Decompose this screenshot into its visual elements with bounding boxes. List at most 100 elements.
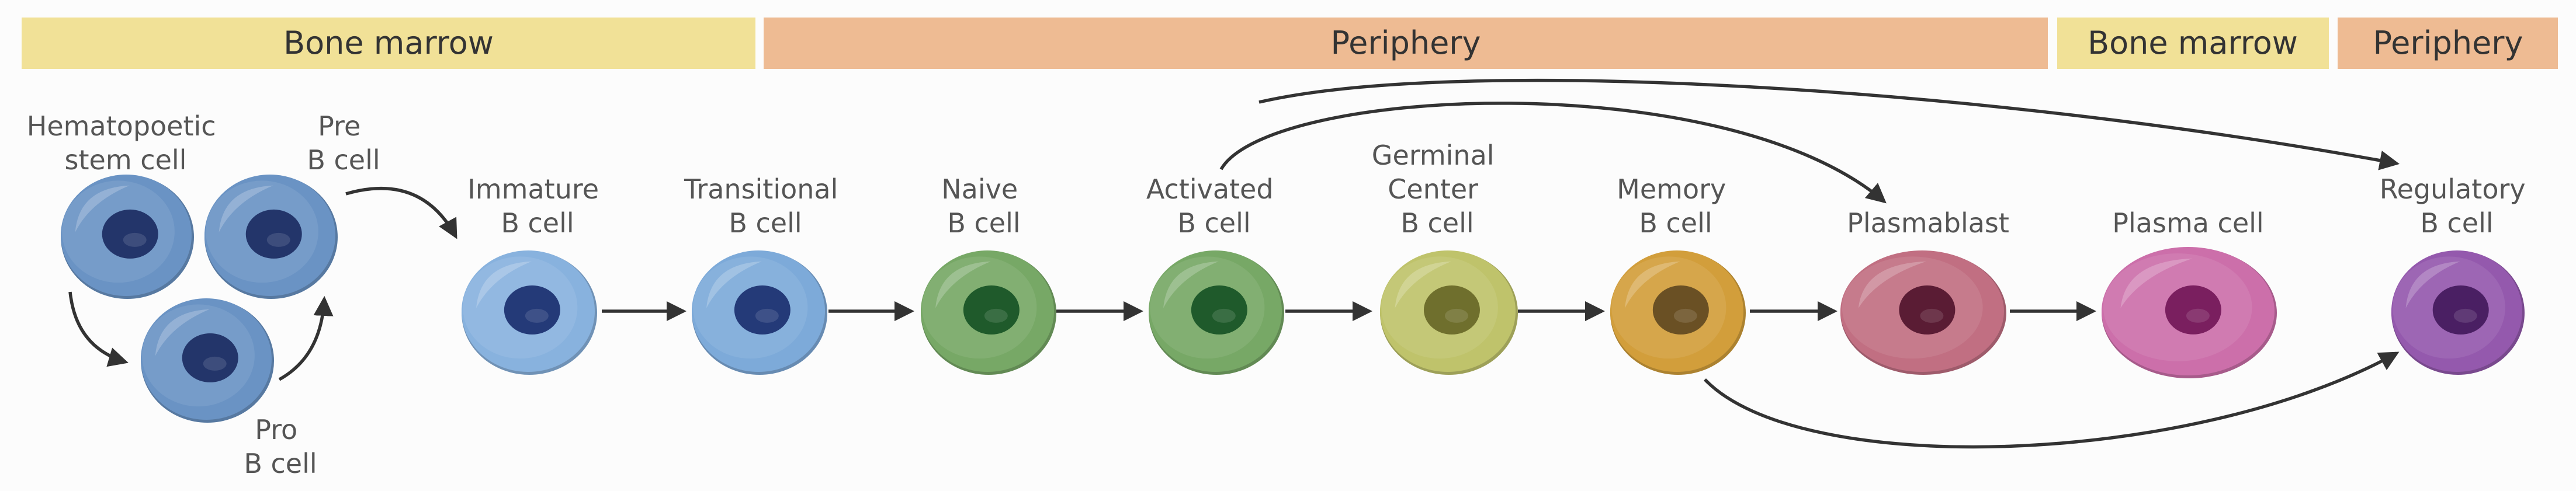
cells [61, 175, 2525, 423]
label-pre-b-cell: Pre B cell [307, 110, 380, 176]
label-immature-b-cell: Immature B cell [467, 173, 607, 239]
label-hematopoetic-stem-cell-line2: stem cell [65, 144, 187, 176]
band-bone-marrow-left-bar [22, 18, 755, 69]
label-pro-b-cell-line1: Pro [255, 414, 297, 445]
label-plasmablast-line1: Plasmablast [1847, 207, 2009, 239]
label-plasma-cell-line1: Plasma cell [2112, 207, 2263, 239]
label-pre-b-cell-line2: B cell [307, 144, 380, 176]
band-periphery-main-label: Periphery [1331, 25, 1481, 61]
arrows [68, 78, 2400, 449]
arrow-memory-to-regulatory [1704, 351, 2400, 449]
label-germinal-center-b-cell: Germinal Center B cell [1372, 140, 1503, 239]
cell-nucleus-highlight [984, 308, 1008, 323]
label-activated-b-cell-line2: B cell [1177, 207, 1250, 239]
cell-plasmablast [1840, 250, 2006, 375]
label-immature-b-cell-line1: Immature [467, 173, 599, 205]
arrow-activated-to-regulatory [1258, 78, 2400, 170]
cell-nucleus-highlight [755, 308, 779, 323]
label-hematopoetic-stem-cell: Hematopoetic stem cell [27, 110, 224, 176]
label-transitional-b-cell-line1: Transitional [684, 173, 838, 205]
cell-nucleus-highlight [123, 232, 147, 247]
cell-nucleus [1191, 285, 1247, 335]
cell-nucleus-highlight [2453, 308, 2477, 323]
cell-highlight [75, 185, 130, 232]
cell-highlight [1625, 261, 1680, 308]
band-bone-marrow-left-label: Bone marrow [283, 25, 494, 61]
cell-memory-b-cell [1610, 250, 1746, 375]
cell-naive-b-cell [921, 250, 1056, 375]
cell-nucleus-highlight [1444, 308, 1468, 323]
cell-highlight [155, 309, 210, 356]
label-naive-b-cell-line2: B cell [947, 207, 1020, 239]
cell-nucleus [245, 209, 302, 259]
band-periphery-main: Periphery [764, 18, 2048, 69]
cell-immature-b-cell [462, 250, 597, 375]
label-memory-b-cell: Memory B cell [1617, 173, 1735, 239]
cell-hematopoetic-stem-cell [61, 175, 194, 299]
cell-germinal-center-b-cell [1380, 250, 1518, 375]
cell-nucleus-highlight [525, 308, 549, 323]
cell-labels: Hematopoetic stem cell Pre B cell Pro B … [27, 110, 2526, 479]
cell-nucleus [102, 209, 158, 259]
band-bone-marrow-right-label: Bone marrow [2088, 25, 2298, 61]
cell-transitional-b-cell [692, 250, 827, 375]
label-transitional-b-cell: Transitional B cell [684, 173, 847, 239]
cell-nucleus [1899, 285, 1956, 335]
cell-nucleus [182, 333, 238, 382]
band-bone-marrow-right: Bone marrow [2057, 18, 2329, 69]
cell-nucleus [2165, 285, 2221, 335]
cell-nucleus-highlight [2186, 308, 2210, 323]
band-periphery-right-label: Periphery [2373, 25, 2523, 61]
label-naive-b-cell: Naive B cell [941, 173, 1027, 239]
label-hematopoetic-stem-cell-line1: Hematopoetic [27, 110, 216, 142]
cell-nucleus-highlight [1920, 308, 1944, 323]
cell-nucleus [963, 285, 1020, 335]
cell-highlight [1395, 261, 1451, 308]
band-periphery-right: Periphery [2338, 18, 2558, 69]
cell-highlight [1858, 261, 1926, 308]
label-germinal-center-b-cell-line2: Center [1388, 173, 1478, 205]
cell-nucleus-highlight [266, 232, 290, 247]
cell-nucleus [504, 285, 560, 335]
region-bands: Bone marrow Periphery Bone marrow Periph… [22, 18, 2558, 69]
cell-nucleus-highlight [1673, 308, 1697, 323]
band-bone-marrow-right-bar [2057, 18, 2329, 69]
cell-highlight [219, 185, 273, 232]
label-pre-b-cell-line1: Pre [318, 110, 360, 142]
label-memory-b-cell-line1: Memory [1617, 173, 1726, 205]
cell-nucleus [1423, 285, 1480, 335]
arrow-pre-to-immature [345, 186, 457, 239]
label-germinal-center-b-cell-line1: Germinal [1372, 140, 1495, 171]
label-plasma-cell: Plasma cell [2112, 207, 2263, 239]
label-immature-b-cell-line2: B cell [501, 207, 574, 239]
label-regulatory-b-cell-line1: Regulatory [2380, 173, 2526, 205]
arrow-pro-to-pre [278, 295, 334, 381]
label-plasmablast: Plasmablast [1847, 207, 2009, 239]
label-pro-b-cell: Pro B cell [244, 414, 317, 479]
cell-highlight [2405, 261, 2460, 308]
cell-highlight [1163, 261, 1219, 308]
label-memory-b-cell-line2: B cell [1639, 207, 1712, 239]
cell-plasma-cell [2102, 247, 2277, 378]
arrow-activated-to-plasmablast [1219, 102, 1887, 204]
cell-pre-b-cell [204, 175, 338, 299]
band-periphery-main-bar [764, 18, 2048, 69]
label-regulatory-b-cell-line2: B cell [2420, 207, 2493, 239]
band-periphery-right-bar [2338, 18, 2558, 69]
label-activated-b-cell: Activated B cell [1146, 173, 1282, 239]
cell-highlight [2120, 258, 2193, 308]
cell-highlight [706, 261, 762, 308]
cell-regulatory-b-cell [2391, 250, 2525, 375]
arrow-hsc-to-pro [68, 291, 129, 367]
label-activated-b-cell-line1: Activated [1146, 173, 1274, 205]
cell-nucleus [2432, 285, 2489, 335]
cell-nucleus [1652, 285, 1709, 335]
cell-highlight [476, 261, 532, 308]
band-bone-marrow-left: Bone marrow [22, 18, 755, 69]
cell-nucleus [734, 285, 791, 335]
label-transitional-b-cell-line2: B cell [729, 207, 802, 239]
cell-pro-b-cell [141, 298, 274, 423]
label-pro-b-cell-line2: B cell [244, 448, 317, 479]
